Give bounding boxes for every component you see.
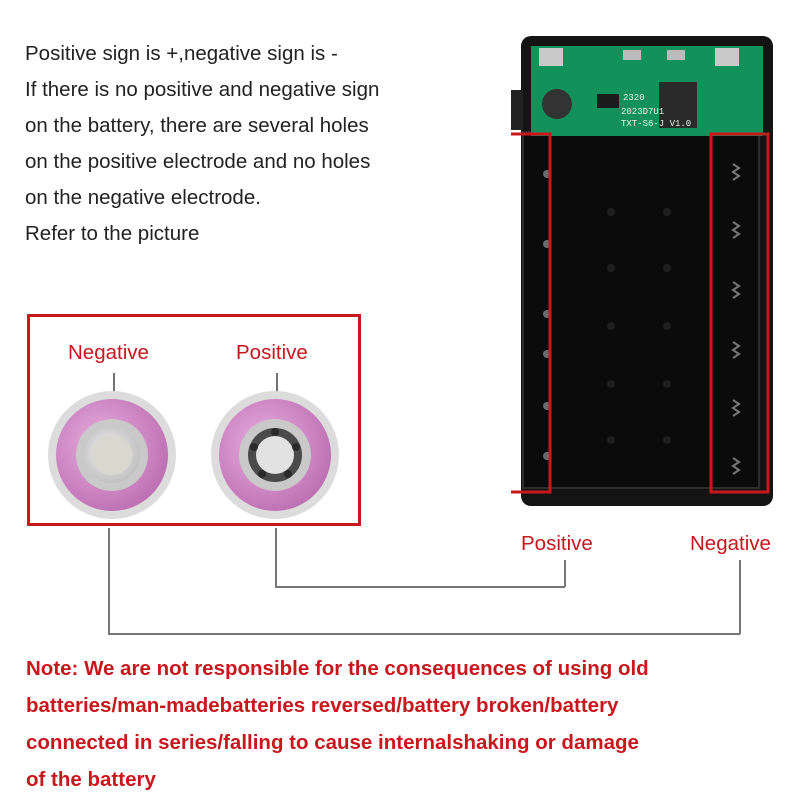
intro-line: on the positive electrode and no holes — [25, 150, 371, 173]
note-line: batteries/man-madebatteries reversed/bat… — [26, 694, 619, 717]
device-positive-label: Positive — [521, 532, 593, 555]
connector-line — [108, 528, 110, 634]
cell-negative-label: Negative — [68, 341, 149, 364]
cell-comparison-box: Negative Positive — [27, 314, 361, 526]
device-negative-label: Negative — [690, 532, 771, 555]
note-line: of the battery — [26, 768, 156, 791]
negative-cell-icon — [48, 391, 176, 519]
pcb-text: 2023D7U1 — [621, 107, 664, 117]
positive-contacts-highlight — [511, 132, 552, 494]
disclaimer-note: Note: We are not responsible for the con… — [26, 650, 786, 798]
intro-line: on the negative electrode. — [25, 186, 261, 209]
connector-line — [275, 586, 565, 588]
intro-line: Positive sign is +,negative sign is - — [25, 42, 338, 65]
pcb-text: TXT-S6-J V1.0 — [621, 119, 691, 129]
intro-line: Refer to the picture — [25, 222, 200, 245]
intro-line: If there is no positive and negative sig… — [25, 78, 380, 101]
note-line: Note: We are not responsible for the con… — [26, 657, 649, 680]
negative-contacts-highlight — [709, 132, 770, 494]
intro-text: Positive sign is +,negative sign is - If… — [25, 36, 495, 252]
pcb-text: 2320 — [623, 93, 645, 103]
note-line: connected in series/falling to cause int… — [26, 731, 639, 754]
battery-cells-illustration — [48, 373, 339, 519]
connector-line — [739, 560, 741, 634]
battery-holder-device: 2320 2023D7U1 TXT-S6-J V1.0 — [511, 36, 773, 506]
connector-line — [108, 633, 740, 635]
cell-positive-label: Positive — [236, 341, 308, 364]
positive-cell-icon — [211, 391, 339, 519]
connector-line — [275, 528, 277, 588]
intro-line: on the battery, there are several holes — [25, 114, 369, 137]
connector-line — [564, 560, 566, 587]
